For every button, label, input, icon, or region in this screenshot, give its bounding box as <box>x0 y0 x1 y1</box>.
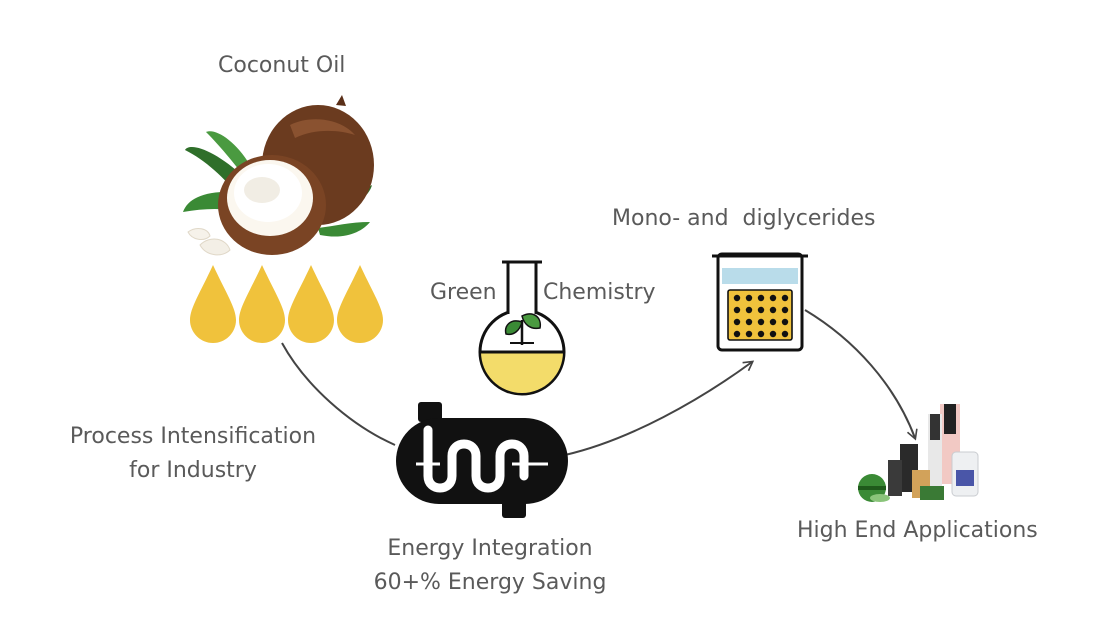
green-label: Green <box>430 280 497 305</box>
arrow-oil-to-reactor <box>281 342 396 446</box>
energy-line-1: Energy Integration <box>387 536 593 561</box>
flask-icon <box>478 260 566 396</box>
arrow-reactor-to-glycerides <box>564 360 755 456</box>
coconut-icon <box>183 95 374 256</box>
beaker-icon <box>712 252 808 352</box>
oil-drops <box>190 265 383 343</box>
process-line-2: for Industry <box>129 458 257 483</box>
cosmetics-icon <box>858 404 979 502</box>
energy-line-2: 60+% Energy Saving <box>373 570 607 595</box>
energy-integration-label: Energy Integration 60+% Energy Saving <box>348 532 632 600</box>
oil-drop-icon <box>288 265 334 343</box>
leaf-icon <box>521 313 542 330</box>
chemistry-label: Chemistry <box>543 280 656 305</box>
oil-drop-icon <box>337 265 383 343</box>
reactor-icon <box>396 402 568 518</box>
arrow-glycerides-to-applications <box>804 309 918 441</box>
leaf-icon <box>504 320 523 336</box>
process-line-1: Process Intensification <box>69 424 317 449</box>
oil-drop-icon <box>190 265 236 343</box>
oil-drop-icon <box>239 265 285 343</box>
mono-diglycerides-label: Mono- and diglycerides <box>612 206 876 231</box>
coconut-oil-label: Coconut Oil <box>218 53 346 78</box>
process-intensification-label: Process Intensification for Industry <box>58 420 328 488</box>
high-end-applications-label: High End Applications <box>797 518 1038 543</box>
